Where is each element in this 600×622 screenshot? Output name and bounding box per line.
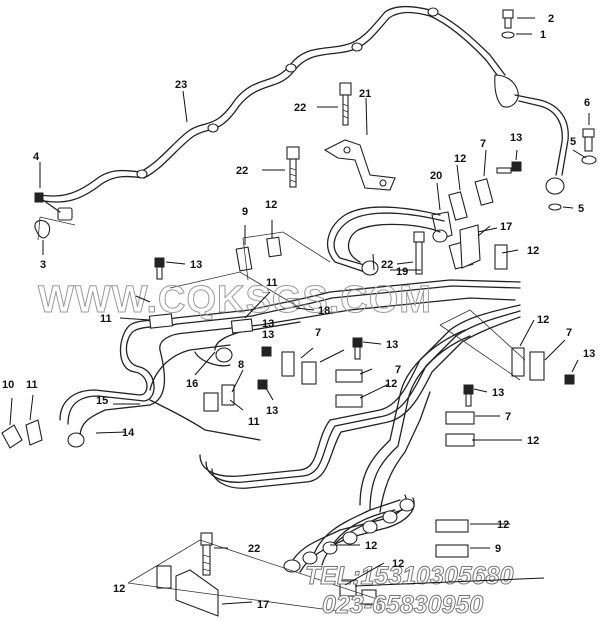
callout-16: 16 <box>186 378 198 390</box>
callout-layer: 2 1 3 4 5 5 6 7 7 7 7 7 8 9 9 10 11 11 1… <box>2 13 595 611</box>
bolt-22-middle <box>286 146 300 188</box>
callout-13-d: 13 <box>266 405 278 417</box>
callout-8: 8 <box>238 359 244 371</box>
watermark-tel: TEL:15310305680 <box>305 562 514 590</box>
callout-12-f: 12 <box>365 540 377 552</box>
callout-22-mid: 22 <box>236 165 248 177</box>
callout-22-bottom: 22 <box>248 543 260 555</box>
callout-12-a: 12 <box>265 199 277 211</box>
callout-13-h: 13 <box>262 318 274 330</box>
fuel-return-pipe-23 <box>39 5 569 221</box>
callout-13-e: 13 <box>386 339 398 351</box>
callout-13-g: 13 <box>583 348 595 360</box>
callout-13-c: 13 <box>262 329 274 341</box>
callout-20: 20 <box>430 170 442 182</box>
bracket-21 <box>323 139 396 191</box>
callout-9-b: 9 <box>495 543 501 555</box>
callout-21: 21 <box>359 88 371 100</box>
callout-7-d: 7 <box>505 411 511 423</box>
callout-12-c: 12 <box>527 245 539 257</box>
clamps-10-11-left <box>1 419 43 449</box>
clamp-blocks <box>148 178 545 617</box>
callout-22-top: 22 <box>294 102 306 114</box>
callout-3: 3 <box>40 259 46 271</box>
callout-12-i: 12 <box>392 558 404 570</box>
callout-9-a: 9 <box>242 206 248 218</box>
callout-13-f: 13 <box>492 387 504 399</box>
bolt-2-washer-1 <box>501 9 515 39</box>
bolts-13 <box>154 161 575 407</box>
watermark-phone: 023-65830950 <box>322 591 483 619</box>
callout-7-c: 7 <box>395 364 401 376</box>
callout-5-upper: 5 <box>570 136 576 148</box>
callout-18: 18 <box>318 305 330 317</box>
bolt-22-right <box>413 231 425 275</box>
callout-1: 1 <box>540 29 546 41</box>
callout-5-lower: 5 <box>578 203 584 215</box>
bolt-4-clamp-3 <box>34 192 76 241</box>
callout-4: 4 <box>33 151 40 163</box>
callout-11-mid: 11 <box>100 313 112 325</box>
callout-12-d: 12 <box>537 314 549 326</box>
reference-lines <box>127 231 526 613</box>
callout-7-a: 7 <box>480 138 486 150</box>
callout-17-b: 17 <box>257 599 269 611</box>
callout-13-b: 13 <box>190 259 202 271</box>
callout-17-a: 17 <box>500 221 512 233</box>
bolt-22-upper <box>339 82 352 126</box>
callout-7-e: 7 <box>566 327 572 339</box>
bolt-22-bottom <box>200 532 213 576</box>
fitting-20 <box>431 211 453 243</box>
callout-15: 15 <box>96 395 108 407</box>
callout-11-top: 11 <box>266 277 278 289</box>
callout-11-bottom: 11 <box>248 416 260 428</box>
callout-6: 6 <box>584 97 590 109</box>
callout-12-h: 12 <box>497 519 509 531</box>
callout-22-right: 22 <box>381 259 393 271</box>
callout-12-g: 12 <box>527 435 539 447</box>
callout-13-a: 13 <box>510 132 522 144</box>
callout-12-e: 12 <box>385 378 397 390</box>
callout-10: 10 <box>2 379 14 391</box>
watermark-site: WWW.CQKSGS.COM <box>38 279 432 321</box>
injector-pipe-bundle <box>59 206 521 573</box>
callout-23: 23 <box>175 79 187 91</box>
callout-2: 2 <box>548 13 554 25</box>
callout-12-j: 12 <box>113 583 125 595</box>
callout-12-b: 12 <box>454 153 466 165</box>
callout-7-b: 7 <box>315 327 321 339</box>
callout-14: 14 <box>122 427 135 439</box>
callout-11-left: 11 <box>26 379 38 391</box>
callout-19: 19 <box>396 266 408 278</box>
